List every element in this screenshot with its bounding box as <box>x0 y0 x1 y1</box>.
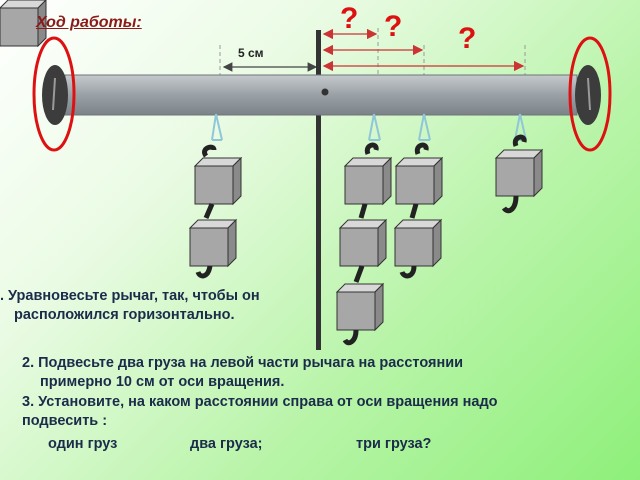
step1-line1: . Уравновесьте рычаг, так, чтобы он <box>0 288 260 304</box>
weight-right-a3 <box>336 283 384 331</box>
step2-line1: 2. Подвесьте два груза на левой части ры… <box>22 355 464 371</box>
right-nut-highlight <box>568 36 612 152</box>
hangers <box>211 113 527 141</box>
lever-bar <box>64 74 578 116</box>
step1-line2: расположился горизонтально. <box>14 307 235 323</box>
question-mark-3: ? <box>458 22 477 55</box>
step3-line2: подвесить : <box>22 413 108 429</box>
option-two-weights: два груза; <box>190 436 263 452</box>
pivot-axis <box>321 88 329 96</box>
left-nut-highlight <box>32 36 76 152</box>
question-mark-2: ? <box>384 10 403 43</box>
option-three-weights: три груза? <box>356 436 432 452</box>
weight-right-c1 <box>495 149 543 197</box>
left-nut <box>42 65 68 125</box>
weight-left-2 <box>189 219 237 267</box>
weight <box>0 0 47 48</box>
stand-rod <box>316 30 321 350</box>
step2-line2: примерно 10 см от оси вращения. <box>40 374 285 390</box>
distance-label: 5 см <box>238 46 264 60</box>
option-one-weight: один груз <box>48 436 118 452</box>
question-mark-1: ? <box>340 2 359 35</box>
step3-line1: 3. Установите, на каком расстоянии справ… <box>22 394 498 410</box>
weight-right-b2 <box>394 219 442 267</box>
weight-right-a1 <box>344 157 392 205</box>
guide-lines <box>219 28 526 75</box>
weight-right-a2 <box>339 219 387 267</box>
weight-left-1 <box>194 157 242 205</box>
right-nut <box>575 65 601 125</box>
weight-right-b1 <box>395 157 443 205</box>
page-title: Ход работы: <box>36 14 142 31</box>
